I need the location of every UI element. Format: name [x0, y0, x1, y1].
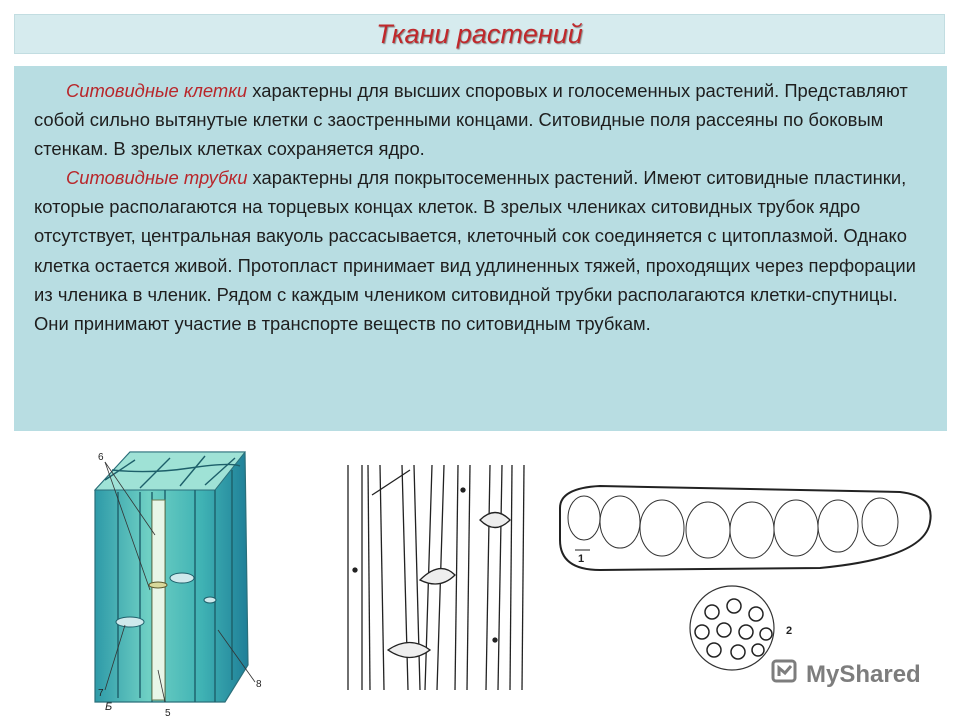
sieve-cells-drawing	[347, 464, 525, 691]
paragraph-sieve-tubes: Ситовидные трубки характерны для покрыто…	[34, 163, 933, 338]
term-sieve-cells: Ситовидные клетки	[66, 80, 248, 101]
sieve-tube-3d-figure: 6 7 8 5 Б	[93, 451, 262, 719]
illustrations: 6 7 8 5 Б 1	[93, 451, 932, 719]
title-bar: Ткани растений	[14, 14, 945, 54]
label-7: 7	[98, 688, 104, 699]
sieve-plate-drawing: 1 2	[559, 484, 932, 671]
label-8: 8	[256, 679, 262, 690]
paragraph-sieve-cells-text: характерны для высших споровых и голосем…	[34, 80, 908, 160]
text-panel: Ситовидные клетки характерны для высших …	[14, 66, 947, 431]
slide-title: Ткани растений	[376, 18, 583, 49]
label-2: 2	[786, 625, 792, 637]
myshared-icon	[770, 656, 800, 693]
watermark-text: MyShared	[806, 660, 921, 688]
label-6: 6	[98, 452, 104, 463]
label-1: 1	[578, 553, 584, 565]
term-sieve-tubes: Ситовидные трубки	[66, 167, 248, 189]
label-5: 5	[165, 708, 171, 719]
watermark-logo: MyShared	[770, 656, 921, 693]
label-b: Б	[105, 701, 112, 713]
paragraph-sieve-cells: Ситовидные клетки характерны для высших …	[34, 76, 933, 163]
paragraph-sieve-tubes-text: характерны для покрытосеменных растений.…	[34, 167, 916, 334]
